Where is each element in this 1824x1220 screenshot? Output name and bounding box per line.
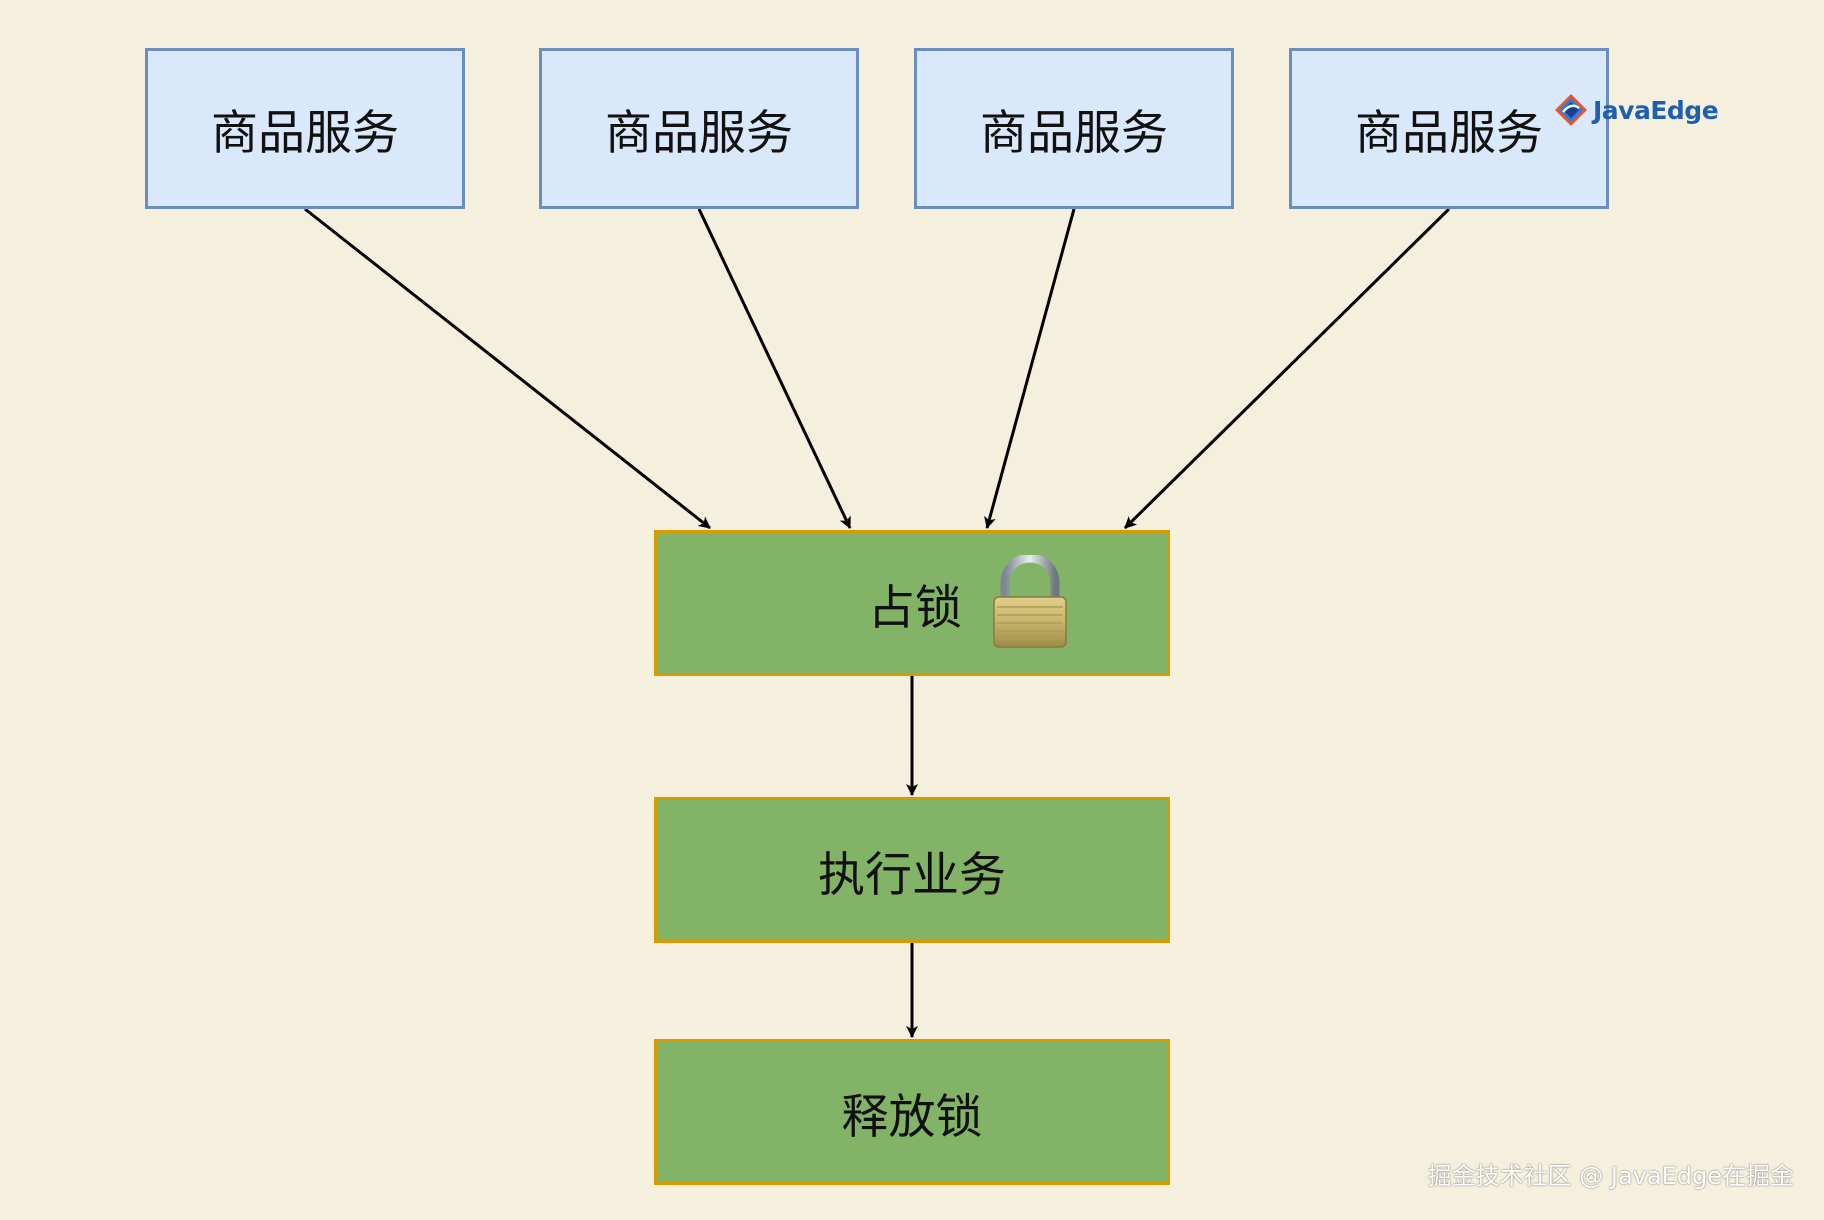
product-service-node-2: 商品服务 xyxy=(539,48,859,209)
watermark: 掘金技术社区 @ JavaEdge在掘金 xyxy=(1427,1162,1794,1190)
padlock-icon xyxy=(993,555,1067,648)
arrow-svc2-to-lock xyxy=(697,208,852,529)
product-service-node-3: 商品服务 xyxy=(914,48,1234,209)
acquire-lock-label: 占锁 xyxy=(868,580,962,636)
acquire-lock-node: 占锁 xyxy=(654,530,1170,676)
arrow-svc1-to-lock xyxy=(304,207,711,530)
product-service-label: 商品服务 xyxy=(211,106,399,161)
javaedge-logo-icon xyxy=(1555,94,1587,126)
product-service-label: 商品服务 xyxy=(980,106,1168,161)
product-service-label: 商品服务 xyxy=(605,106,793,161)
logo-text: JavaEdge xyxy=(1593,95,1719,125)
arrow-svc3-to-lock xyxy=(984,208,1076,529)
execute-business-label: 执行业务 xyxy=(818,847,1006,903)
product-service-label: 商品服务 xyxy=(1355,106,1543,161)
product-service-node-4: 商品服务 xyxy=(1289,48,1609,209)
javaedge-logo: JavaEdge xyxy=(1553,90,1719,130)
product-service-node-1: 商品服务 xyxy=(145,48,465,209)
execute-business-node: 执行业务 xyxy=(654,797,1170,943)
release-lock-node: 释放锁 xyxy=(654,1039,1170,1185)
arrow-svc4-to-lock xyxy=(1123,207,1451,530)
release-lock-label: 释放锁 xyxy=(841,1089,983,1145)
